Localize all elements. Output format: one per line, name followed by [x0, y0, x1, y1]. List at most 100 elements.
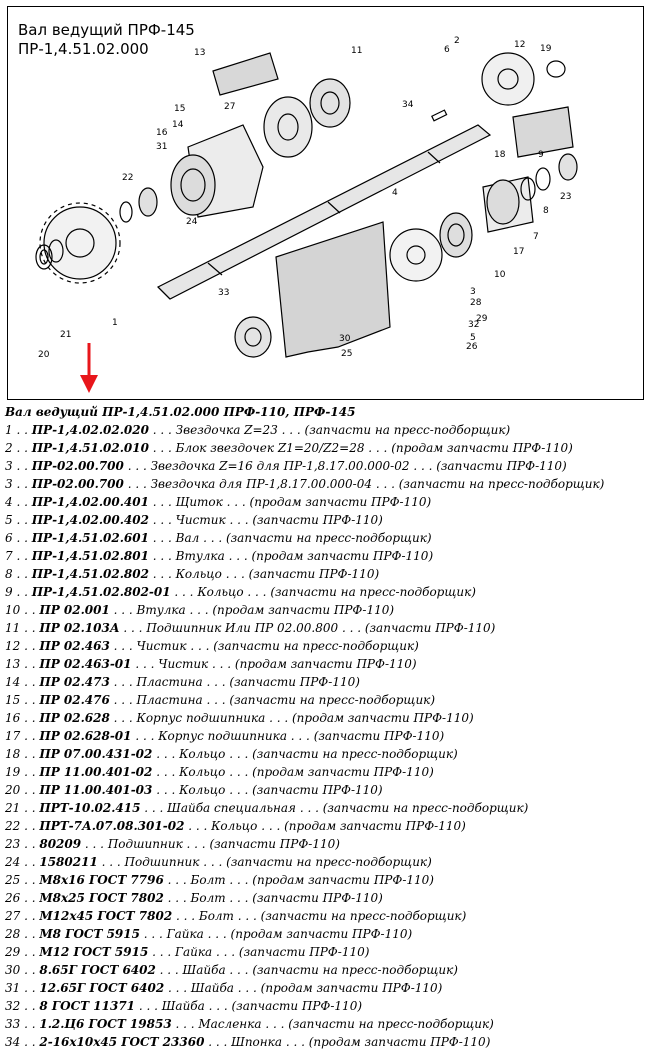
callout-19: 19 [540, 44, 552, 54]
callout-34: 34 [402, 100, 414, 110]
part-note: (продам запчасти ПРФ-110) [391, 441, 573, 455]
part-description: Болт [190, 873, 226, 887]
part-note: (запчасти на пресс-подборщик) [270, 585, 476, 599]
part-row: 19 . . ПР 11.00.401-02 . . . Кольцо . . … [5, 763, 645, 781]
part-note: (запчасти ПРФ-110) [252, 891, 383, 905]
separator: . . [12, 495, 32, 509]
part-number: 18 [5, 747, 21, 761]
plate-13-drawing [212, 52, 279, 96]
part-row: 13 . . ПР 02.463-01 . . . Чистик . . . (… [5, 655, 645, 673]
sprocket-left-drawing [39, 202, 121, 284]
part-number: 17 [5, 729, 21, 743]
part-description: Пластина [136, 693, 203, 707]
part-row: 17 . . ПР 02.628-01 . . . Корпус подшипн… [5, 727, 645, 745]
part-code: ПР 11.00.401-02 [39, 765, 153, 779]
separator: . . [12, 567, 32, 581]
part-number: 33 [5, 1017, 21, 1031]
part-note: (продам запчасти ПРФ-110) [308, 1035, 491, 1049]
part-description: Звездочка Z=16 для ПР-1,8.17.00.000-02 [150, 459, 410, 473]
separator: . . . [170, 585, 198, 599]
callout-20: 20 [38, 350, 50, 360]
separator: . . . [109, 711, 137, 725]
shield-drawing [275, 221, 391, 358]
part-code: ПР 02.476 [39, 693, 110, 707]
part-number: 21 [5, 801, 21, 815]
part-code: 1.2.Ц6 ГОСТ 19853 [39, 1017, 172, 1031]
part-note: (продам запчасти ПРФ-110) [260, 981, 443, 995]
part-row: 28 . . М8 ГОСТ 5915 . . . Гайка . . . (п… [5, 925, 645, 943]
part-row: 20 . . ПР 11.00.401-03 . . . Кольцо . . … [5, 781, 645, 799]
part-note: (запчасти ПРФ-110) [229, 675, 360, 689]
separator: . . [12, 459, 32, 473]
separator: . . . [109, 675, 137, 689]
callout-8: 8 [543, 206, 549, 216]
part-note: (запчасти на пресс-подборщик) [288, 1017, 494, 1031]
callout-28: 28 [470, 298, 482, 308]
part-description: Звездочка Z=23 [175, 423, 278, 437]
part-row: 14 . . ПР 02.473 . . . Пластина . . . (з… [5, 673, 645, 691]
part-code: ПР-1,4.51.02.802 [31, 567, 149, 581]
part-code: М12х45 ГОСТ 7802 [39, 909, 173, 923]
part-number: 12 [5, 639, 21, 653]
part-note: (продам запчасти ПРФ-110) [251, 549, 434, 563]
part-number: 31 [5, 981, 21, 995]
part-description: Кольцо [179, 765, 226, 779]
separator: . . . [224, 549, 252, 563]
callout-23: 23 [560, 192, 571, 202]
part-number: 10 [5, 603, 21, 617]
separator: . . . [261, 1017, 289, 1031]
part-description: Шайба [161, 999, 205, 1013]
part-number: 5 [5, 513, 13, 527]
separator: . . . [233, 981, 261, 995]
callout-3: 3 [470, 287, 476, 297]
part-note: (продам запчасти ПРФ-110) [252, 765, 434, 779]
callout-2: 2 [454, 36, 460, 46]
separator: . . [20, 891, 40, 905]
separator: . . . [225, 765, 253, 779]
part-description: Вал [175, 531, 200, 545]
separator: . . . [372, 477, 399, 491]
separator: . . . [140, 801, 168, 815]
separator: . . [20, 747, 40, 761]
separator: . . [20, 963, 40, 977]
separator: . . [20, 657, 40, 671]
part-description: Болт [198, 909, 234, 923]
part-note: (запчасти на пресс-подборщик) [229, 693, 436, 707]
part-code: ПР 02.628-01 [39, 729, 132, 743]
part-row: 31 . . 12.65Г ГОСТ 6402 . . . Шайба . . … [5, 979, 645, 997]
part-row: 32 . . 8 ГОСТ 11371 . . . Шайба . . . (з… [5, 997, 645, 1015]
separator: . . . [222, 495, 250, 509]
separator: . . . [139, 927, 167, 941]
part-note: (запчасти на пресс-подборщик) [322, 801, 529, 815]
callout-31: 31 [156, 142, 167, 152]
part-row: 27 . . М12х45 ГОСТ 7802 . . . Болт . . .… [5, 907, 645, 925]
part-row: 10 . . ПР 02.001 . . . Втулка . . . (про… [5, 601, 645, 619]
callout-10: 10 [494, 270, 506, 280]
part-number: 23 [5, 837, 21, 851]
separator: . . [12, 423, 32, 437]
separator: . . . [202, 693, 230, 707]
diagram-title: Вал ведущий ПРФ-145 [18, 21, 195, 39]
part-code: ПР-1,4.02.00.402 [31, 513, 149, 527]
part-row: 1 . . ПР-1,4.02.02.020 . . . Звездочка Z… [5, 421, 645, 439]
callout-33: 33 [218, 288, 229, 298]
part-code: ПР-1,4.51.02.010 [31, 441, 149, 455]
part-description: Чистик [136, 639, 187, 653]
part-row: 2 . . ПР-1,4.51.02.010 . . . Блок звездо… [5, 439, 645, 457]
part-note: (запчасти ПРФ-110) [238, 945, 370, 959]
part-description: Подшипник [107, 837, 183, 851]
ring-21-drawing [48, 239, 64, 263]
part-description: Гайка [175, 945, 213, 959]
part-description: Чистик [158, 657, 209, 671]
bearing-housing-right-drawing [482, 153, 578, 233]
callout-13: 13 [194, 48, 205, 58]
separator: . . . [225, 891, 253, 905]
part-description: Подшипник Или ПР 02.00.800 [146, 621, 339, 635]
separator: . . [20, 621, 40, 635]
part-row: 30 . . 8.65Г ГОСТ 6402 . . . Шайба . . .… [5, 961, 645, 979]
separator: . . . [148, 531, 176, 545]
separator: . . . [208, 657, 235, 671]
part-number: 16 [5, 711, 21, 725]
separator: . . . [109, 693, 137, 707]
part-description: Кольцо [179, 747, 226, 761]
